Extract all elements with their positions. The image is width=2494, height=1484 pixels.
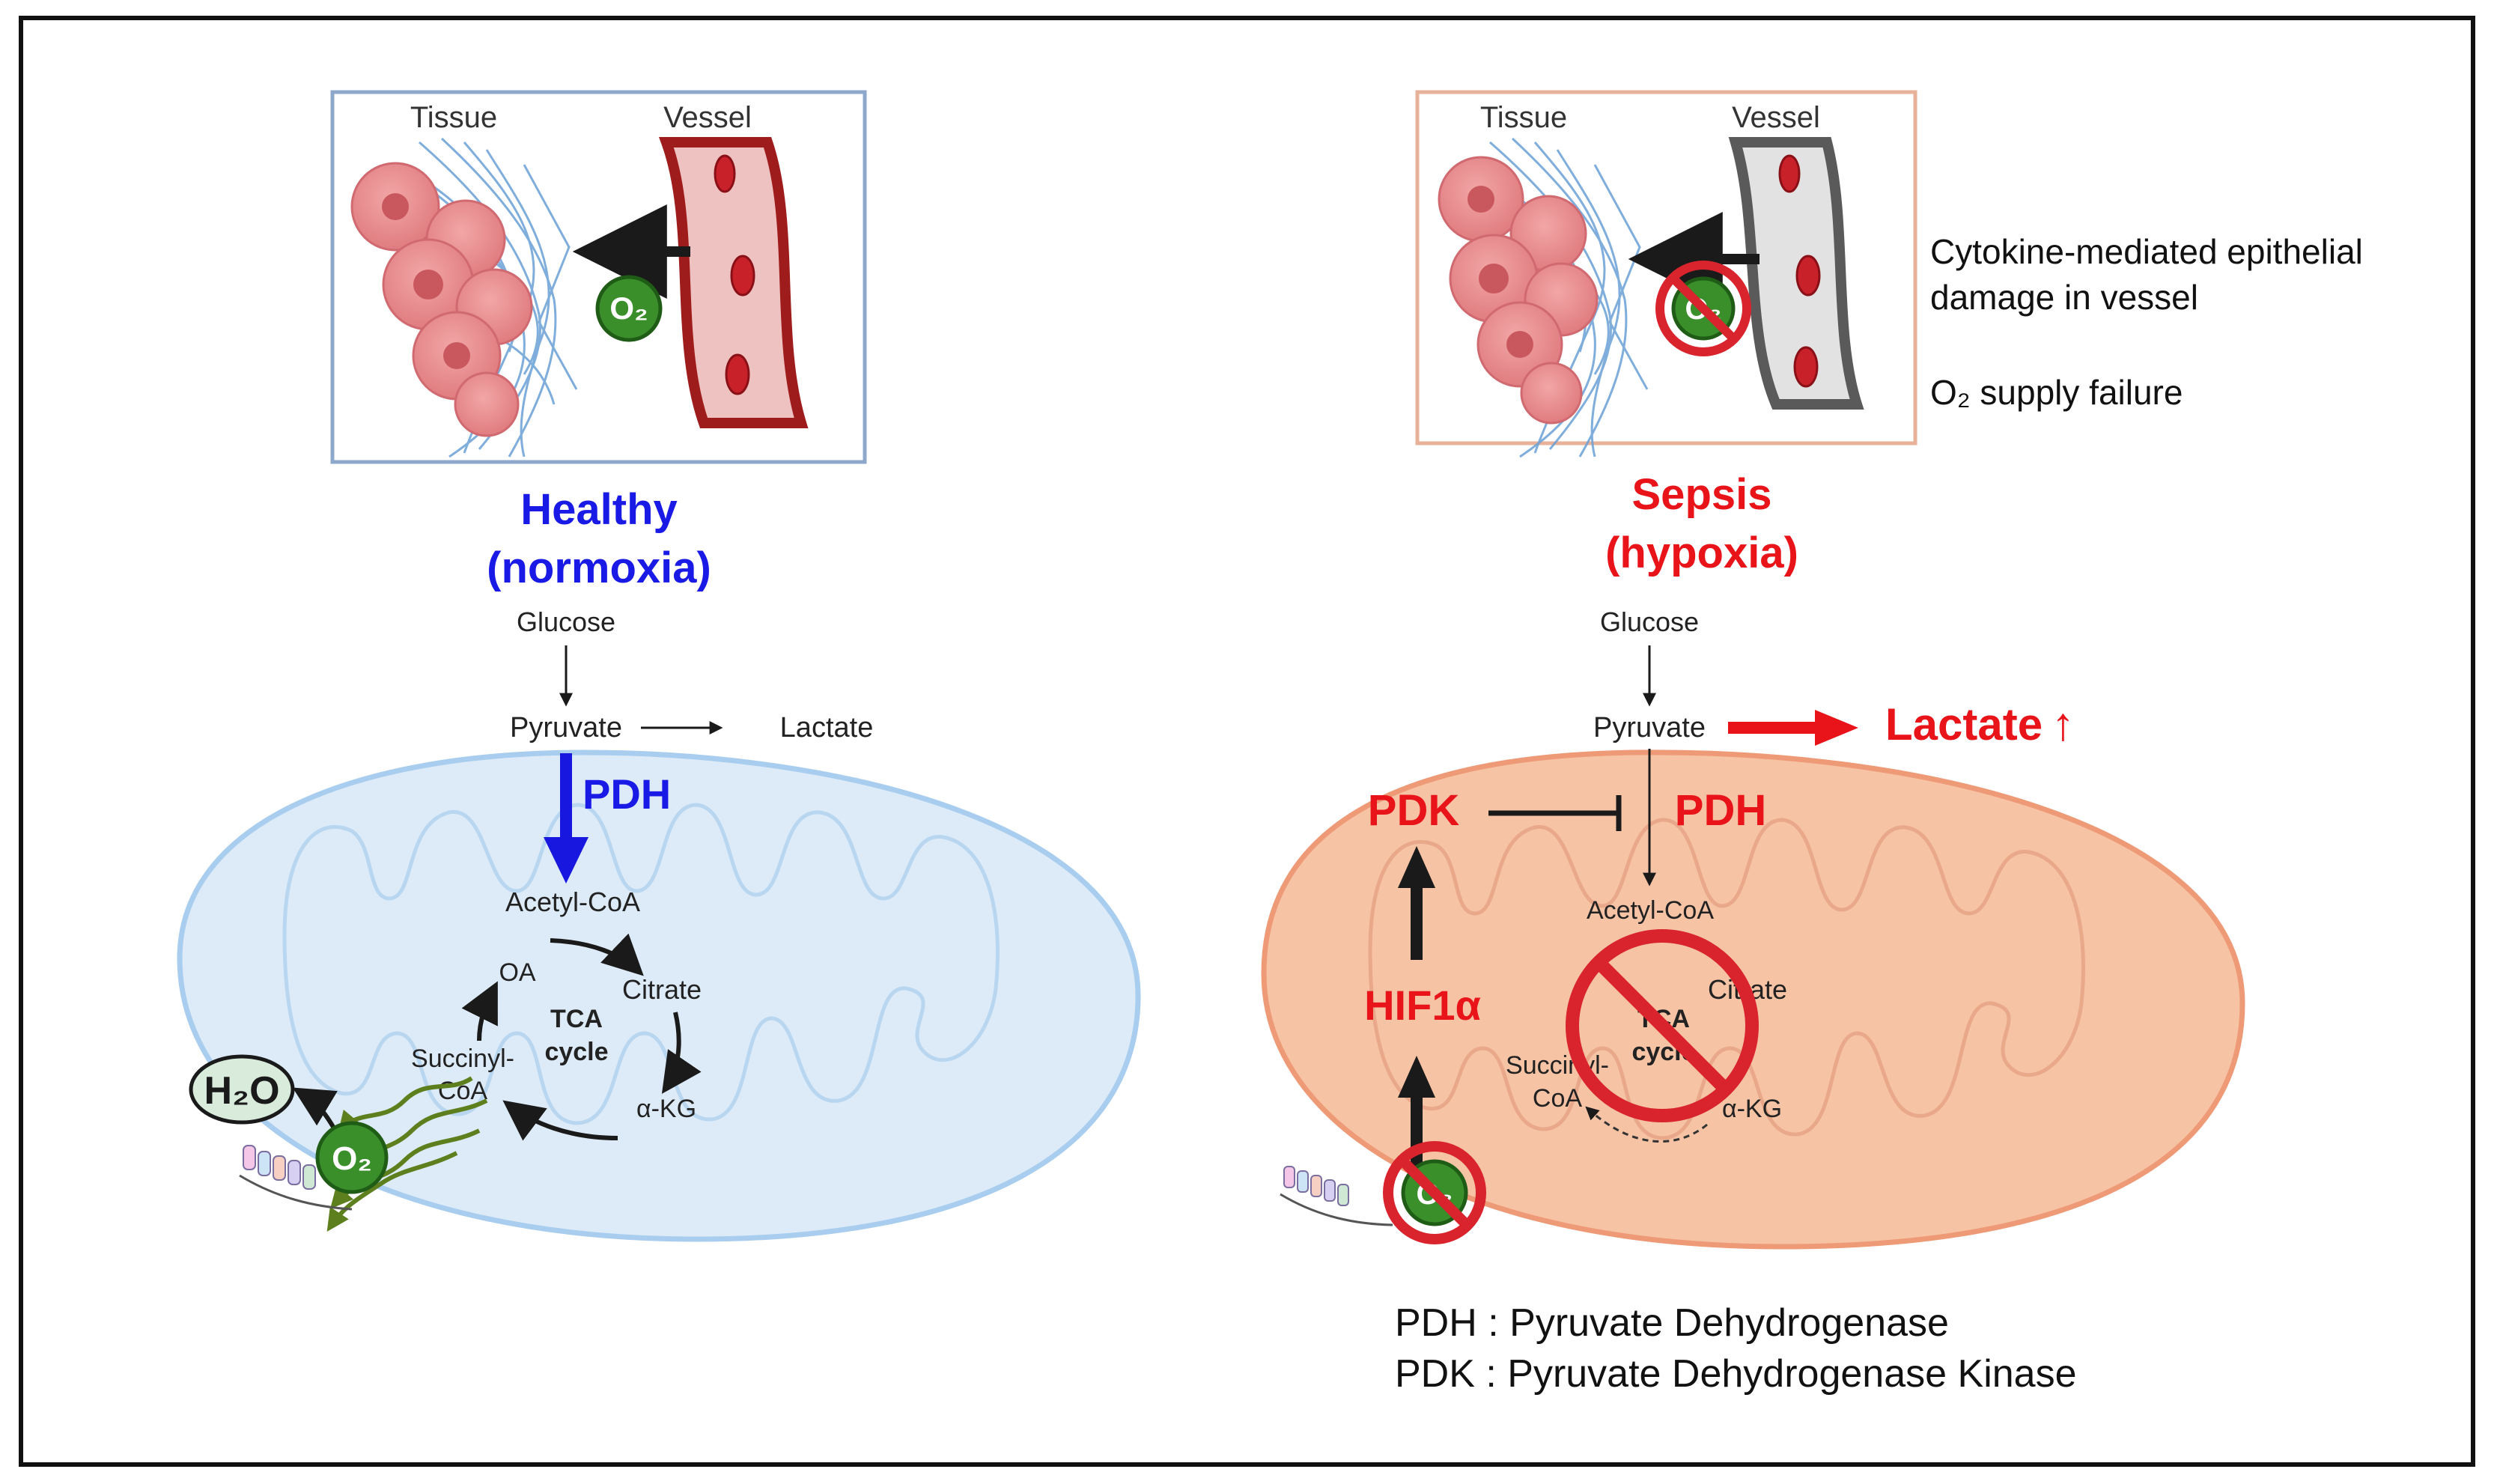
legend-pdh-definition: PDH : Pyruvate Dehydrogenase — [1395, 1301, 1949, 1345]
cytokine-note-line1: Cytokine-mediated epithelial — [1930, 232, 2363, 271]
sepsis-etc-complex-icon — [1280, 1166, 1393, 1226]
healthy-tca-label-line1: TCA — [550, 1005, 603, 1033]
healthy-acetyl-coa-label: Acetyl-CoA — [505, 887, 640, 917]
sepsis-akg-label: α-KG — [1722, 1095, 1782, 1123]
sepsis-pdh-label: PDH — [1675, 786, 1766, 835]
healthy-pdh-arrow — [544, 753, 588, 884]
sepsis-red-blood-cells — [1778, 154, 1821, 388]
healthy-cristae — [282, 803, 1000, 1125]
pdk-inhibits-pdh-icon — [1488, 795, 1622, 831]
healthy-pyruvate-label: Pyruvate — [510, 712, 622, 743]
healthy-lactate-label: Lactate — [780, 712, 874, 743]
healthy-h2o-icon: H₂O — [189, 1054, 295, 1125]
lactate-increase-icon: ↑ — [2052, 699, 2075, 750]
healthy-mito-o2-icon: O₂ — [315, 1121, 389, 1194]
legend-pdk-definition: PDK : Pyruvate Dehydrogenase Kinase — [1395, 1352, 2077, 1396]
outer-frame — [19, 16, 2475, 1467]
healthy-red-blood-cells — [714, 154, 755, 395]
healthy-pdh-label: PDH — [583, 770, 671, 818]
healthy-mitochondrion — [177, 749, 1141, 1242]
healthy-succinyl-label-line1: Succinyl- — [411, 1044, 514, 1073]
sepsis-cristae — [1368, 818, 2085, 1140]
healthy-etc-complex-icon — [239, 1145, 353, 1211]
healthy-vessel-label: Vessel — [663, 101, 752, 134]
svg-text:O₂: O₂ — [332, 1140, 372, 1177]
healthy-title-line1: Healthy — [520, 485, 678, 534]
sepsis-title-line1: Sepsis — [1632, 470, 1772, 519]
sepsis-pdk-label: PDK — [1368, 786, 1460, 835]
sepsis-succinyl-label-line2: CoA — [1533, 1084, 1582, 1113]
sepsis-title-line2: (hypoxia) — [1605, 529, 1798, 577]
healthy-tissue-label: Tissue — [410, 101, 497, 134]
healthy-akg-label: α-KG — [636, 1095, 696, 1123]
healthy-o2-to-h2o-arrow — [292, 1087, 338, 1128]
healthy-oa-label: OA — [499, 958, 535, 987]
sepsis-acetyl-coa-label: Acetyl-CoA — [1587, 896, 1714, 925]
svg-text:H₂O: H₂O — [204, 1069, 279, 1113]
healthy-inset: Tissue Vessel — [330, 90, 867, 464]
sepsis-tissue-cells — [1438, 156, 1599, 425]
sepsis-inset: Tissue Vessel — [1415, 90, 1917, 458]
sepsis-glucose-label: Glucose — [1600, 606, 1699, 637]
healthy-tissue-cells — [350, 162, 533, 437]
sepsis-inset-no-sign-icon — [1655, 261, 1751, 356]
sepsis-vessel-label: Vessel — [1732, 101, 1820, 134]
tca-blocked-no-sign-icon — [1566, 929, 1759, 1122]
healthy-inset-o2-icon: O₂ — [595, 275, 663, 342]
cytokine-note-line2: damage in vessel — [1930, 278, 2198, 317]
sepsis-lactate-label: Lactate — [1885, 699, 2043, 749]
o2-supply-note: O₂ supply failure — [1930, 373, 2183, 412]
sepsis-o2-no-sign-icon — [1383, 1141, 1486, 1244]
sepsis-pyruvate-label: Pyruvate — [1593, 712, 1706, 743]
healthy-tca-cycle-arrows — [461, 933, 702, 1141]
sepsis-hif-label: HIF1α — [1364, 982, 1481, 1029]
sepsis-tca-dashed-arc — [1585, 1106, 1708, 1143]
sepsis-pyruvate-to-lactate-arrow — [1728, 710, 1858, 746]
sepsis-tissue-label: Tissue — [1480, 101, 1567, 134]
healthy-title-line2: (normoxia) — [487, 544, 711, 592]
healthy-glucose-label: Glucose — [517, 606, 615, 637]
svg-text:O₂: O₂ — [609, 291, 648, 326]
healthy-tca-label-line2: cycle — [544, 1038, 608, 1066]
hif-to-pdk-arrow — [1398, 846, 1435, 960]
healthy-citrate-label: Citrate — [622, 974, 702, 1005]
